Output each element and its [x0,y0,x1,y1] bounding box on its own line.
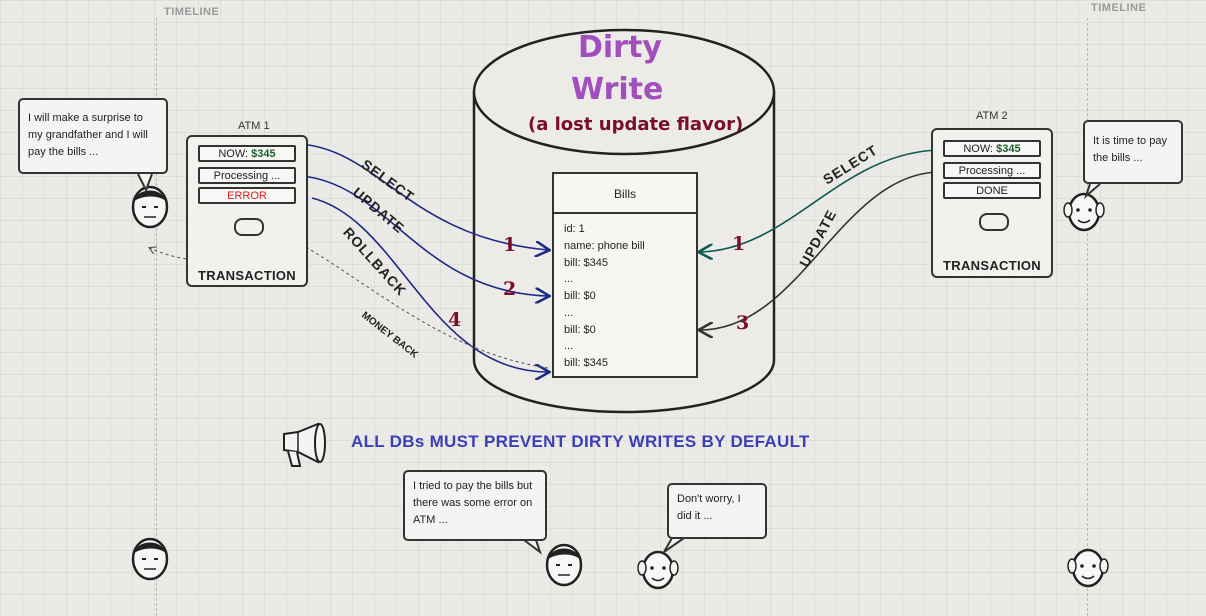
grandson-avatar [131,185,169,229]
bills-line-name: name: phone bill [564,240,645,252]
title-line2: Write [571,72,664,107]
speech-bubble-grandpa-top: It is time to pay the bills ... [1083,120,1183,184]
bills-table-header: Bills [554,174,696,214]
atm1-screen-processing: Processing ... [198,167,296,184]
timeline-line-right [1087,18,1088,616]
bills-line-ellipsis: ... [564,340,574,352]
atm1-screen-error: ERROR [198,187,296,204]
step-number-left-1: 1 [503,234,517,256]
arrow-atm2-select [700,149,941,252]
atm2-caption: TRANSACTION [943,258,1041,273]
atm2-card-slot [979,213,1009,231]
grandson-avatar [131,537,169,581]
arrow-atm2-update [700,171,938,330]
banner-message: ALL DBs MUST PREVENT DIRTY WRITES BY DEF… [351,432,810,451]
atm2-label: ATM 2 [976,110,1008,122]
step-number-left-4: 4 [448,309,462,331]
bills-line-bill-rollback: bill: $345 [564,357,609,369]
arrow-atm1-update [301,175,548,296]
atm1-caption: TRANSACTION [198,268,296,283]
step-number-right-3: 3 [736,312,750,334]
bills-line-ellipsis: ... [564,273,574,285]
speech-bubble-grandpa-bottom: Don't worry, I did it ... [667,483,767,539]
timeline-line-left [156,18,157,616]
atm1-label: ATM 1 [238,120,270,132]
atm2: NOW: $345 Processing ... DONE TRANSACTIO… [931,128,1053,278]
grandpa-avatar [1063,192,1105,232]
atm1: NOW: $345 Processing ... ERROR TRANSACTI… [186,135,308,287]
grandpa-avatar [1067,548,1109,588]
bills-line-bill-atm1-update: bill: $0 [564,290,596,302]
bills-line-ellipsis: ... [564,307,574,319]
grandpa-avatar [637,550,679,590]
arrow-atm1-select [299,143,548,250]
bills-table: Bills id: 1 name: phone bill bill: $345 … [552,172,698,378]
atm2-screen-done: DONE [943,182,1041,199]
step-number-left-2: 2 [503,278,517,300]
bills-line-bill-atm2-update: bill: $0 [564,324,596,336]
grandson-avatar [545,543,583,587]
timeline-label-left: TIMELINE [164,6,220,18]
megaphone-icon [283,422,326,467]
timeline-label-right: TIMELINE [1091,2,1147,14]
bills-line-id: id: 1 [564,223,585,235]
atm2-screen-now: NOW: $345 [943,140,1041,157]
speech-bubble-grandson-bottom: I tried to pay the bills but there was s… [403,470,547,541]
bills-line-bill-initial: bill: $345 [564,257,609,269]
arrow-atm1-rollback [311,197,548,372]
title-line1: Dirty [578,30,662,65]
step-number-right-1: 1 [732,233,746,255]
atm1-screen-now: NOW: $345 [198,145,296,162]
speech-bubble-grandson-top: I will make a surprise to my grandfather… [18,98,168,174]
subtitle: (a lost update flavor) [528,114,744,135]
atm2-screen-processing: Processing ... [943,162,1041,179]
atm1-card-slot [234,218,264,236]
